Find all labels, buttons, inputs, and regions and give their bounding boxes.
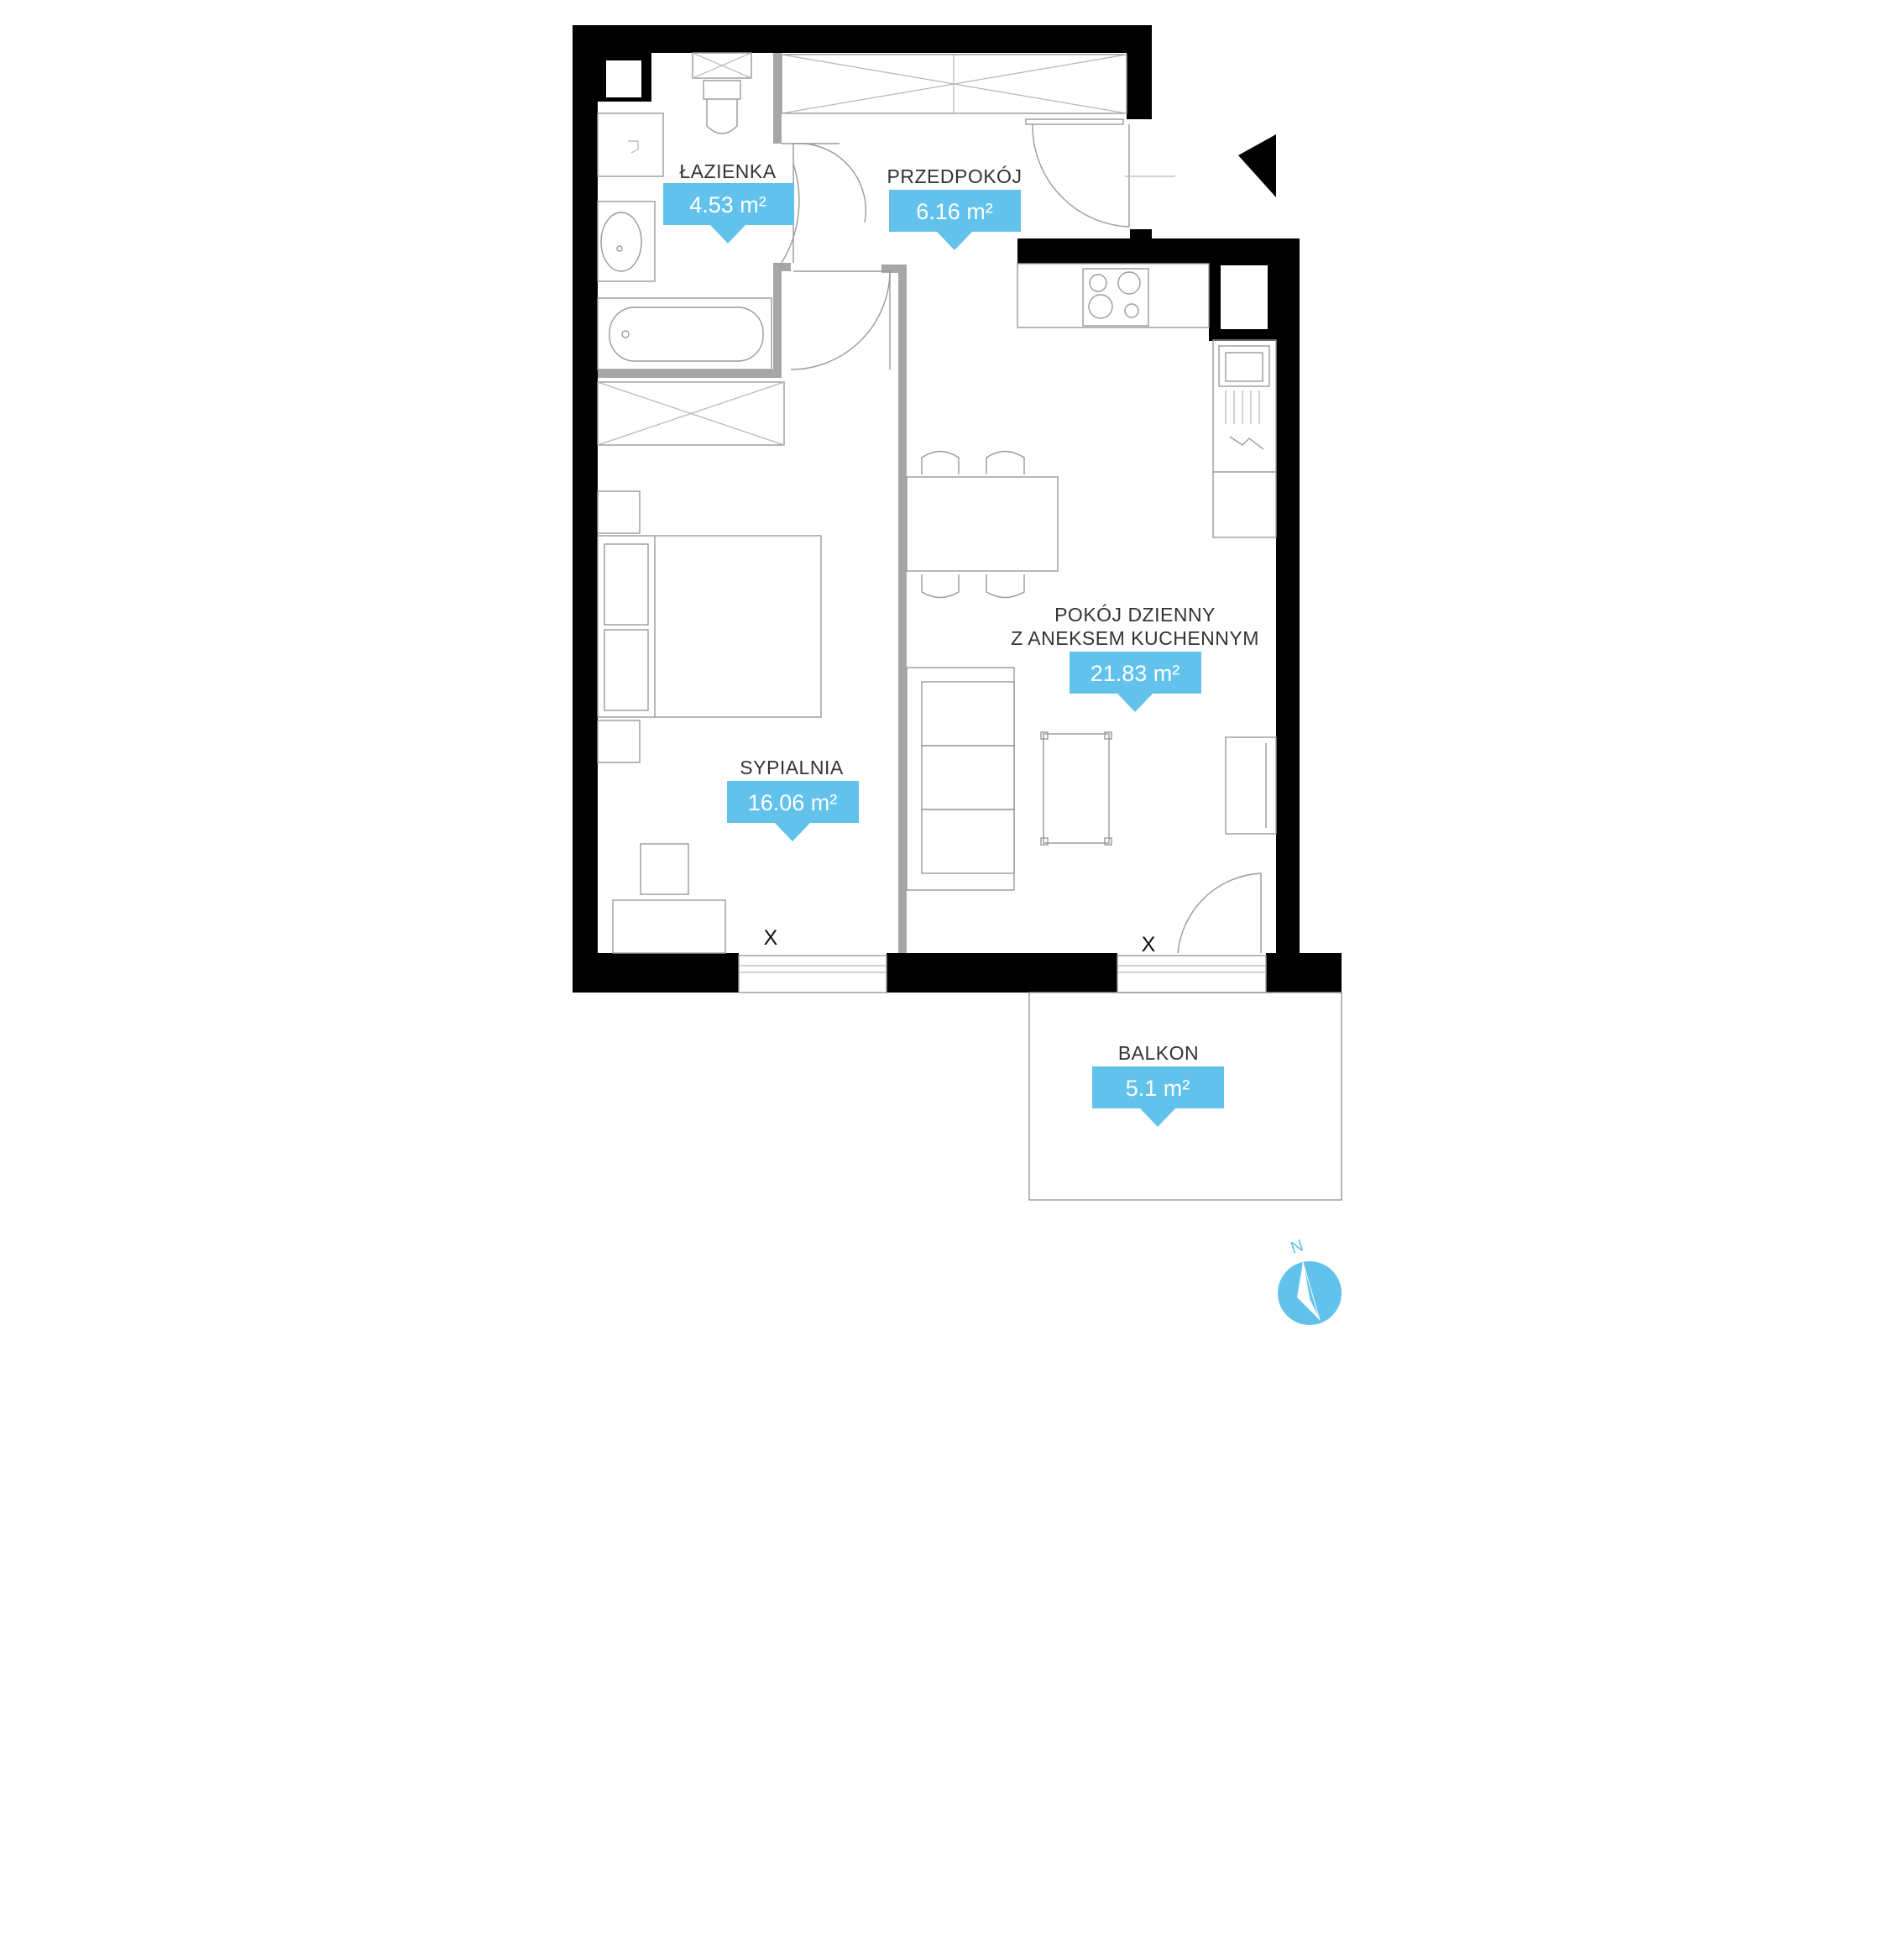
bedroom-furniture (597, 381, 822, 954)
bathroom-fixtures (597, 52, 866, 370)
svg-text:21.83 m²: 21.83 m² (1091, 661, 1180, 686)
dining-table-icon (906, 450, 1059, 599)
area-badge-przedpokoj (889, 190, 1021, 250)
entrance-door (1032, 123, 1175, 228)
svg-text:BALKON: BALKON (1118, 1042, 1199, 1064)
ventilation-shafts (598, 53, 1276, 341)
interior-partitions (598, 53, 907, 953)
svg-text:4.53 m²: 4.53 m² (689, 192, 766, 217)
svg-text:6.16 m²: 6.16 m² (916, 199, 993, 224)
area-badge-pokoj-dzienny (1070, 652, 1201, 712)
area-badge-balkon (1092, 1066, 1224, 1127)
bathtub-icon (597, 297, 772, 370)
sofa-icon (906, 667, 1015, 891)
balcony-outline (1028, 992, 1342, 1201)
svg-text:POKÓJ DZIENNY: POKÓJ DZIENNY (1054, 604, 1216, 626)
svg-text:ŁAZIENKA: ŁAZIENKA (679, 160, 776, 182)
svg-text:SYPIALNIA: SYPIALNIA (740, 757, 844, 778)
area-badge-sypialnia (727, 781, 859, 841)
window-mark-bedroom: X (764, 926, 778, 950)
svg-text:5.1 m²: 5.1 m² (1126, 1076, 1190, 1101)
svg-text:N: N (1289, 1236, 1306, 1257)
cooktop-icon (1082, 268, 1149, 327)
label-balkon: BALKON 5.1 m² (1092, 1042, 1224, 1127)
exterior-walls (573, 25, 1342, 993)
bedroom-door (790, 270, 891, 370)
svg-text:Z ANEKSEM KUCHENNYM: Z ANEKSEM KUCHENNYM (1011, 627, 1259, 649)
kitchen-sink-icon (1218, 345, 1270, 424)
double-bed-icon (597, 535, 822, 718)
north-compass-icon: N (1278, 1236, 1342, 1325)
windows (738, 955, 1267, 993)
label-lazienka: ŁAZIENKA 4.53 m² (663, 160, 794, 244)
entrance-arrow-icon (1238, 134, 1276, 197)
label-przedpokoj: PRZEDPOKÓJ 6.16 m² (887, 165, 1023, 250)
label-pokoj-dzienny: POKÓJ DZIENNY Z ANEKSEM KUCHENNYM 21.83 … (1011, 604, 1259, 712)
sink-icon (597, 201, 656, 282)
toilet-icon (703, 80, 741, 134)
window-mark-living: X (1142, 933, 1156, 956)
svg-text:PRZEDPOKÓJ: PRZEDPOKÓJ (887, 165, 1023, 187)
area-badge-lazienka (663, 183, 794, 244)
hall-wardrobe (781, 54, 1127, 125)
label-sypialnia: SYPIALNIA 16.06 m² (727, 757, 859, 841)
kitchen-furniture (906, 263, 1277, 954)
svg-text:16.06 m²: 16.06 m² (748, 790, 838, 815)
